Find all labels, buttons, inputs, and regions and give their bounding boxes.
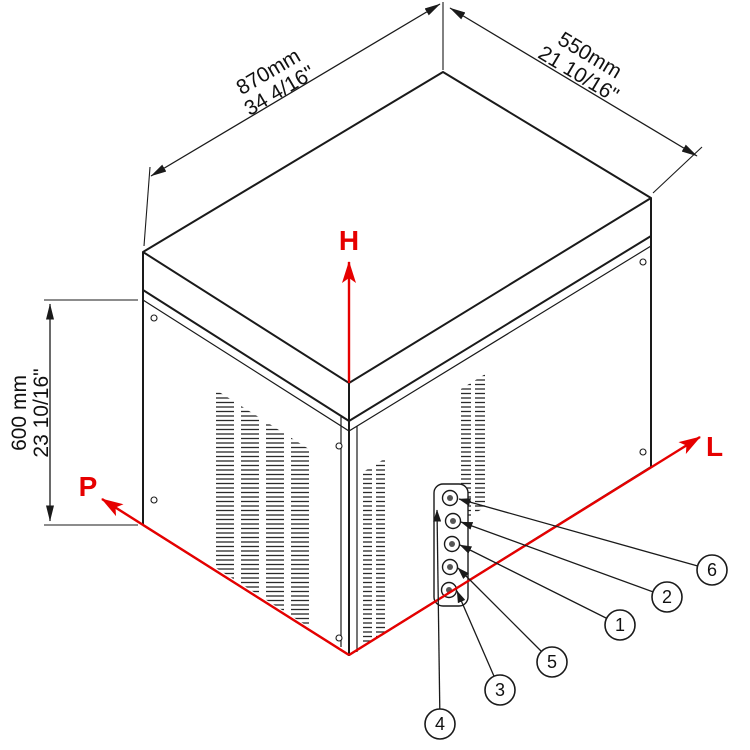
dimension-height: 600 mm 23 10/16" [8, 299, 138, 526]
screws [150, 258, 647, 642]
axis-h: H [339, 225, 359, 383]
screw-icon [335, 442, 343, 450]
fitting-1 [441, 489, 459, 507]
callout-5: 5 [536, 646, 568, 678]
axis-p: P [79, 471, 350, 657]
callout-5-label: 5 [547, 652, 557, 672]
callout-1-label: 1 [615, 615, 625, 635]
fitting-2 [444, 512, 462, 530]
screw-icon [150, 314, 158, 322]
louver-vent-left [216, 390, 309, 628]
screw-icon [150, 496, 158, 504]
connection-panel [433, 483, 469, 607]
machine-body [142, 71, 652, 656]
fitting-3 [443, 535, 461, 553]
callout-4: 4 [424, 708, 456, 740]
dim-height-metric: 600 mm [8, 375, 31, 451]
axis-l-arrow-icon [348, 435, 701, 657]
louver-vent-front-right [363, 458, 385, 647]
callout-6: 6 [696, 554, 728, 586]
axis-l: L [348, 431, 723, 657]
leader-4 [433, 509, 442, 725]
axis-h-label: H [339, 225, 359, 256]
callout-3: 3 [484, 674, 516, 706]
dim-height-imperial: 23 10/16" [30, 368, 53, 457]
screw-icon [639, 258, 647, 266]
leader-3 [456, 590, 501, 691]
screw-icon [335, 634, 343, 642]
leader-6 [458, 498, 713, 571]
leader-2 [460, 521, 668, 598]
axis-p-label: P [79, 471, 98, 502]
fitting-5 [440, 581, 458, 599]
callout-2: 2 [651, 581, 683, 613]
axes: H L P [79, 225, 723, 657]
callout-2-label: 2 [662, 587, 672, 607]
corner-edges [142, 198, 652, 655]
callouts: 6 2 1 5 3 4 [424, 498, 728, 740]
callout-3-label: 3 [495, 680, 505, 700]
axis-p-arrow-icon [101, 497, 350, 657]
leader-5 [457, 567, 553, 663]
leader-1 [459, 544, 621, 626]
axis-l-label: L [706, 431, 723, 462]
callout-4-label: 4 [435, 714, 445, 734]
callout-1: 1 [604, 609, 636, 641]
screw-icon [639, 448, 647, 456]
callout-6-label: 6 [707, 560, 717, 580]
fitting-4 [441, 558, 459, 576]
